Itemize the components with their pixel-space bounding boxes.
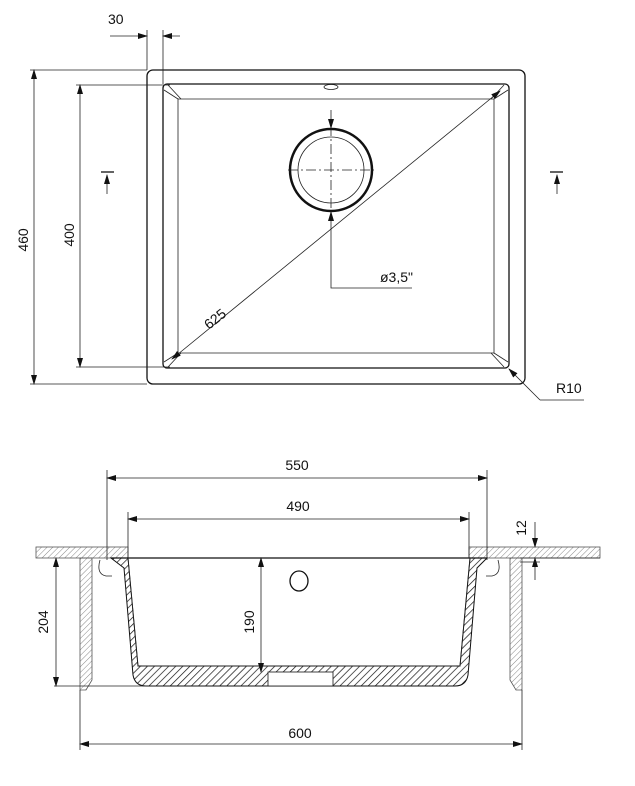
overflow-icon	[323, 84, 339, 90]
corner-radius-label: R10	[556, 380, 582, 396]
top-view: ø3,5" 625 R10 30 460 400	[15, 11, 584, 401]
bowl-height-label: 190	[241, 610, 257, 634]
flange-width-label: 30	[108, 11, 124, 27]
bowl-width-label: 490	[286, 498, 310, 514]
sink-body-section	[109, 557, 489, 687]
countertop-thickness-label: 12	[513, 520, 529, 536]
countertop-right	[468, 546, 601, 559]
cabinet-width-label: 600	[288, 725, 312, 741]
overall-height-label: 204	[35, 610, 51, 634]
diagonal-label: 625	[201, 305, 229, 332]
drain-outlet	[267, 671, 334, 687]
overall-depth-label: 460	[15, 228, 31, 252]
outer-width-label: 550	[285, 457, 309, 473]
cabinet-wall-right	[509, 557, 523, 691]
bowl-rim-outline	[162, 83, 510, 369]
overflow-hole	[289, 570, 309, 592]
section-marker-left	[101, 171, 114, 194]
bowl-depth-label: 400	[61, 223, 77, 247]
sink-outer-outline	[146, 69, 526, 385]
countertop-left	[35, 546, 129, 559]
drain-diameter-label: ø3,5"	[380, 269, 413, 285]
cabinet-wall-left	[79, 557, 93, 691]
section-marker-right	[550, 171, 563, 194]
section-view: 550 490 12 204 190 600	[35, 457, 601, 750]
